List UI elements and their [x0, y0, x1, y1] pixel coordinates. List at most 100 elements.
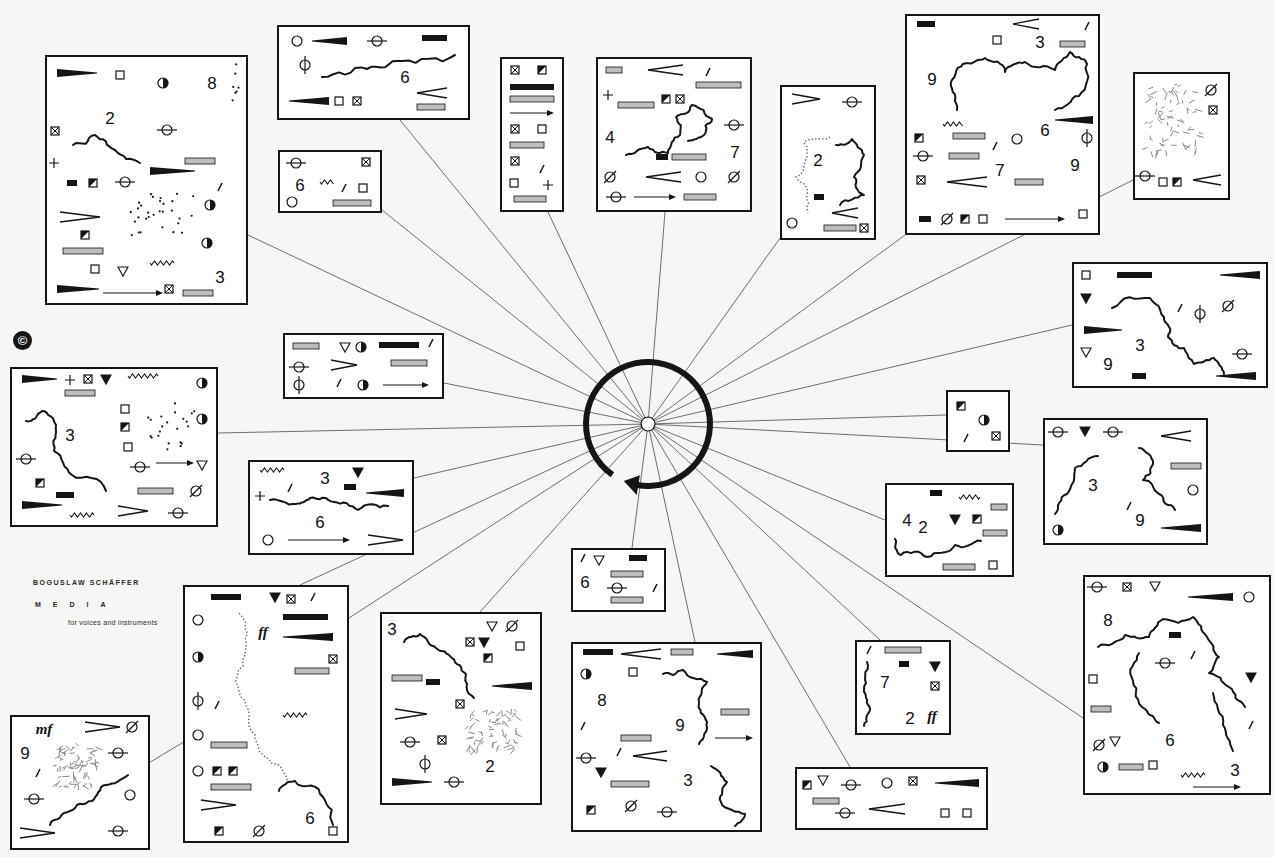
- scribble-cluster: [514, 739, 516, 743]
- dot-field: [181, 442, 183, 444]
- slash-sign: [342, 184, 346, 192]
- square-sign: [124, 443, 132, 451]
- score-panel: [501, 58, 563, 211]
- square-sign: [91, 265, 99, 273]
- radial-line: [648, 235, 905, 424]
- half-circle: [363, 380, 368, 390]
- panel-graphics: [1072, 262, 1268, 388]
- phi-sign: [304, 56, 305, 74]
- scribble-cluster: [470, 722, 475, 727]
- dot-field: [139, 231, 141, 233]
- theta-sign: [913, 155, 933, 156]
- connector-group: [150, 742, 183, 762]
- hairpin-sign: [331, 360, 357, 370]
- half-square: [957, 402, 965, 410]
- theta-sign: [405, 737, 415, 747]
- half-square: [915, 134, 923, 142]
- scribble-cluster: [58, 757, 62, 760]
- score-panel: 39: [1043, 418, 1208, 545]
- section-number: 3: [1230, 762, 1239, 779]
- triangle-sign: [594, 556, 604, 565]
- half-square: [587, 806, 595, 814]
- arrow-sign: [669, 194, 676, 200]
- theta-sign: [168, 512, 188, 513]
- triangle-sign: [118, 267, 128, 276]
- grey-bar: [684, 194, 716, 200]
- slash-sign: [617, 748, 621, 756]
- dot-field: [131, 234, 133, 236]
- wavy-line: [260, 468, 284, 472]
- grey-bar: [211, 784, 251, 790]
- theta-sign: [1135, 175, 1155, 176]
- crossed-square: [917, 176, 925, 184]
- square-sign: [510, 179, 518, 187]
- half-circle: [581, 669, 591, 679]
- theta-sign: [130, 466, 150, 467]
- panel-graphics: [1083, 575, 1271, 795]
- half-circle: [202, 238, 212, 248]
- section-number: 3: [683, 772, 692, 789]
- scribble-cluster: [1167, 116, 1172, 119]
- half-circle: [197, 414, 207, 424]
- scribble-cluster: [483, 710, 488, 711]
- grey-bar: [63, 248, 103, 254]
- scribble-cluster: [471, 713, 474, 716]
- half-square: [915, 134, 923, 142]
- dot-field: [137, 216, 139, 218]
- theta-sign: [835, 812, 855, 813]
- section-number: 6: [580, 574, 589, 591]
- black-bar: [67, 180, 77, 186]
- theta-sign: [576, 757, 596, 758]
- half-circle: [356, 342, 366, 352]
- scribble-cluster: [75, 743, 78, 746]
- half-square: [229, 767, 237, 775]
- slash-sign: [653, 584, 657, 592]
- crossed-square: [353, 97, 361, 105]
- scribble-cluster: [489, 719, 490, 722]
- dynamic-wedge: [492, 682, 532, 690]
- scribble-cluster: [82, 765, 85, 767]
- scribble-cluster: [1149, 87, 1153, 89]
- jagged-line: [1112, 297, 1224, 374]
- scribble-cluster: [481, 741, 483, 744]
- slashed-circle: [728, 171, 740, 183]
- black-bar: [930, 490, 942, 496]
- scribble-cluster: [1197, 136, 1204, 138]
- panel-graphics: [248, 460, 414, 555]
- slashed-circle: [191, 486, 201, 496]
- dot-field: [232, 99, 234, 101]
- grey-bar: [1060, 41, 1085, 47]
- arrow-sign: [156, 290, 163, 296]
- square-sign: [993, 36, 1001, 44]
- theta-sign: [29, 794, 39, 804]
- scribble-cluster: [470, 714, 472, 718]
- slash-sign: [1178, 304, 1182, 312]
- slash-sign: [1249, 721, 1253, 729]
- scribble-cluster: [471, 750, 476, 756]
- scribble-cluster: [469, 746, 470, 749]
- scribble-cluster: [1177, 124, 1179, 127]
- half-square: [973, 515, 981, 523]
- scribble-cluster: [495, 723, 501, 724]
- scribble-cluster: [76, 757, 79, 763]
- scribble-cluster: [59, 749, 61, 756]
- dot-field: [161, 425, 163, 427]
- arrow-sign: [1193, 786, 1237, 787]
- scribble-cluster: [1187, 109, 1188, 114]
- jagged-line: [270, 497, 388, 510]
- score-panel: mf9: [10, 715, 150, 850]
- crossed-square: [362, 158, 370, 166]
- arrow-sign: [156, 462, 190, 463]
- scribble-cluster: [1173, 131, 1179, 134]
- slashed-circle: [1205, 84, 1217, 96]
- grey-bar: [510, 142, 544, 148]
- dot-field: [134, 220, 136, 222]
- panel-frame: [284, 334, 443, 398]
- score-panel: 6: [571, 548, 666, 612]
- circle-sign: [1244, 592, 1254, 602]
- crossed-square: [860, 224, 868, 232]
- theta-sign: [1103, 431, 1123, 432]
- scribble-cluster: [1171, 145, 1177, 146]
- half-circle: [586, 669, 591, 679]
